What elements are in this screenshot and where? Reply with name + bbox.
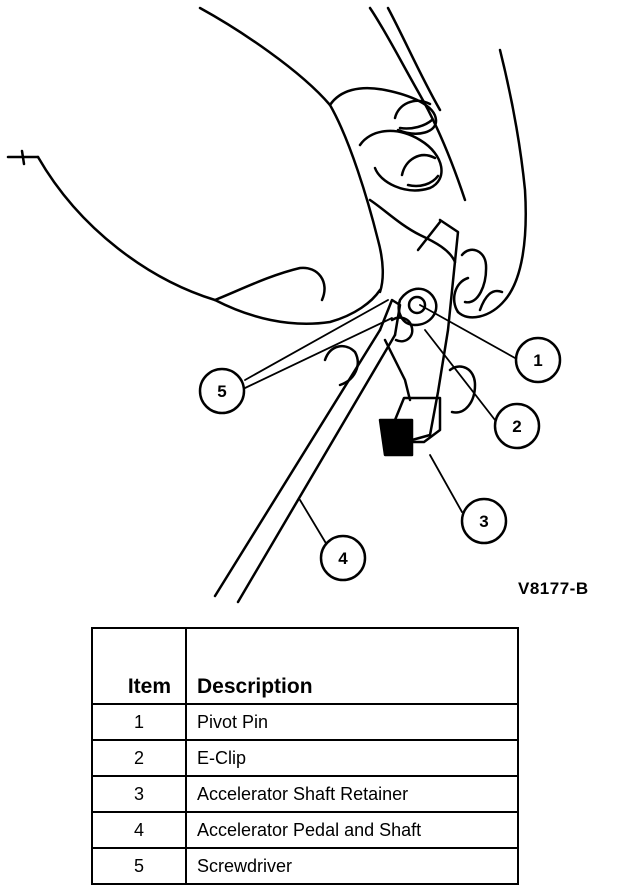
callout-label-4: 4 (338, 549, 348, 568)
screwdriver (213, 298, 402, 604)
table-row: 1 Pivot Pin (91, 703, 519, 741)
callout-label-3: 3 (479, 512, 488, 531)
right-hand (368, 6, 527, 414)
item-number: 3 (91, 775, 187, 813)
callout-2 (493, 402, 541, 450)
item-number: 5 (91, 847, 187, 885)
callout-label-2: 2 (512, 417, 521, 436)
header-description: Description (185, 627, 519, 705)
item-description: Screwdriver (185, 847, 519, 885)
header-item: Item (91, 627, 187, 705)
legend-table: Item Description 1 Pivot Pin 2 E-Clip 3 … (91, 627, 519, 885)
table-row: 5 Screwdriver (91, 847, 519, 885)
pedal-assembly (323, 218, 460, 457)
callout-4 (319, 534, 367, 582)
callout-1 (514, 336, 562, 384)
item-description: Accelerator Shaft Retainer (185, 775, 519, 813)
table-row: 4 Accelerator Pedal and Shaft (91, 811, 519, 849)
pedal-removal-illustration: 1 2 3 4 5 (6, 6, 562, 604)
callout-label-1: 1 (533, 351, 542, 370)
table-row: 3 Accelerator Shaft Retainer (91, 775, 519, 813)
legend-header-row: Item Description (91, 627, 519, 705)
callout-label-5: 5 (217, 382, 226, 401)
left-hand (6, 6, 457, 325)
item-description: Pivot Pin (185, 703, 519, 741)
item-number: 2 (91, 739, 187, 777)
figure-code: V8177-B (518, 579, 589, 598)
table-row: 2 E-Clip (91, 739, 519, 777)
item-description: Accelerator Pedal and Shaft (185, 811, 519, 849)
callout-5 (198, 367, 246, 415)
item-number: 4 (91, 811, 187, 849)
item-description: E-Clip (185, 739, 519, 777)
callout-3 (460, 497, 508, 545)
leader-lines (244, 299, 516, 546)
item-number: 1 (91, 703, 187, 741)
